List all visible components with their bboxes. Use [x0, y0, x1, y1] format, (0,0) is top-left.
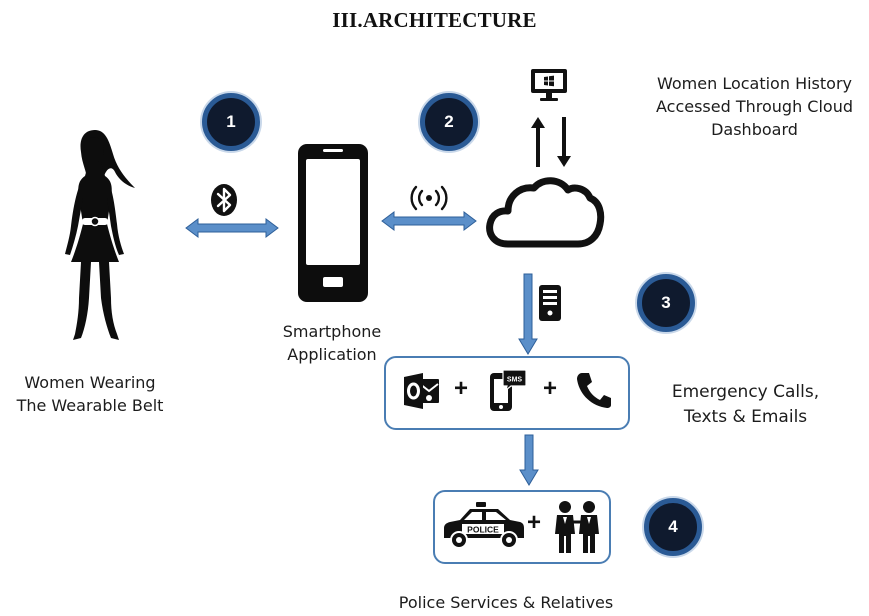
woman-caption-line-2: The Wearable Belt — [16, 396, 164, 415]
wireless-signal-icon — [410, 185, 448, 211]
plus-sign-3: + — [527, 509, 542, 536]
woman-silhouette-icon — [65, 130, 135, 340]
police-label: POLICE — [467, 525, 499, 535]
phone-caption-line-2: Application — [287, 345, 377, 364]
step-badge-4: 4 — [644, 498, 702, 556]
sms-label: SMS — [507, 377, 523, 384]
bluetooth-link-arrow — [185, 218, 279, 238]
plus-sign-1: + — [454, 375, 469, 402]
police-car-icon: POLICE — [444, 502, 524, 549]
step-badge-1: 1 — [202, 93, 260, 151]
phone-caption-line-1: Smartphone — [282, 322, 382, 341]
smartphone-icon — [298, 144, 368, 302]
emergency-caption: Emergency Calls, Texts & Emails — [640, 380, 851, 430]
woman-caption-line-1: Women Wearing — [24, 373, 156, 392]
step-badge-2: 2 — [420, 93, 478, 151]
diagram-title: III.ARCHITECTURE — [332, 8, 537, 32]
alerts-to-police-arrow — [519, 434, 539, 486]
download-arrow-icon — [557, 117, 571, 167]
cloud-caption: Women Location History Accessed Through … — [640, 72, 869, 141]
police-caption: Police Services & Relatives — [398, 593, 614, 612]
phone-caption: Smartphone Application — [254, 320, 410, 366]
outlook-email-icon — [404, 373, 439, 409]
cloud-caption-line-3: Dashboard — [711, 120, 798, 139]
emergency-caption-line-1: Emergency Calls, — [671, 382, 820, 402]
woman-caption: Women Wearing The Wearable Belt — [0, 371, 180, 417]
phone-call-icon — [577, 373, 611, 408]
cloud-to-alerts-arrow — [518, 273, 538, 355]
emergency-caption-line-2: Texts & Emails — [683, 407, 808, 427]
desktop-monitor-icon — [531, 69, 567, 101]
people-icon — [555, 501, 599, 553]
server-icon — [539, 285, 561, 321]
cloud-caption-line-1: Women Location History — [656, 74, 852, 93]
plus-sign-2: + — [543, 375, 558, 402]
cloud-caption-line-2: Accessed Through Cloud — [655, 97, 853, 116]
step-badge-3: 3 — [637, 274, 695, 332]
wireless-link-arrow — [381, 211, 477, 231]
upload-arrow-icon — [531, 117, 545, 167]
bluetooth-icon — [211, 184, 237, 216]
sms-phone-icon: SMS — [490, 369, 527, 411]
cloud-icon — [486, 177, 605, 248]
